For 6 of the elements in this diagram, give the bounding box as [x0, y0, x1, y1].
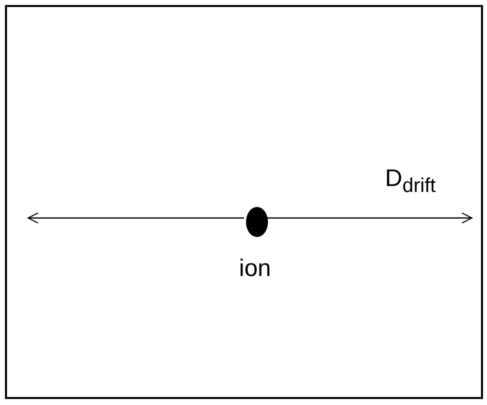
frame-box	[5, 5, 483, 399]
direction-arrow	[28, 212, 244, 224]
drift-label: D$_{drift}$	[385, 165, 436, 198]
ion-label: ion	[238, 255, 272, 283]
ion-dot	[246, 207, 268, 237]
direction-arrow	[266, 212, 472, 224]
